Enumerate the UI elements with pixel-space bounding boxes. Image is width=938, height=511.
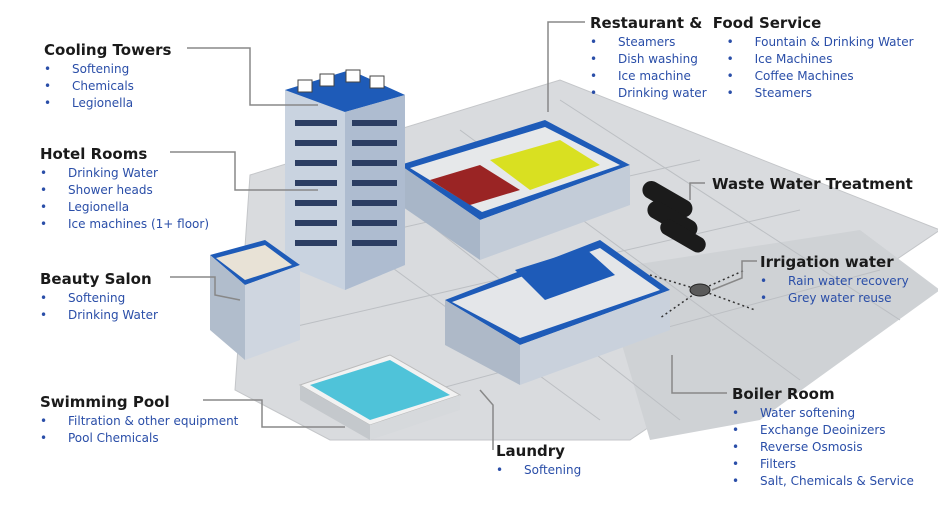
cooling-towers-list: Softening Chemicals Legionella (44, 61, 171, 112)
restaurant-title: Restaurant & Food Service (590, 14, 822, 32)
laundry-label: Laundry Softening (496, 442, 581, 479)
swimming-pool-label: Swimming Pool Filtration & other equipme… (40, 393, 238, 447)
list-item: Steamers (590, 34, 707, 51)
list-item: Drinking Water (40, 307, 158, 324)
list-item: Softening (40, 290, 158, 307)
list-item: Ice machine (590, 68, 707, 85)
list-item: Reverse Osmosis (732, 439, 914, 456)
swimming-pool-title: Swimming Pool (40, 393, 170, 411)
list-item: Pool Chemicals (40, 430, 238, 447)
list-item: Coffee Machines (727, 68, 914, 85)
list-item: Softening (44, 61, 171, 78)
hotel-rooms-list: Drinking Water Shower heads Legionella I… (40, 165, 209, 233)
restaurant-building (400, 120, 630, 260)
restaurant-list-left: Steamers Dish washing Ice machine Drinki… (590, 34, 707, 102)
hotel-rooms-label: Hotel Rooms Drinking Water Shower heads … (40, 145, 209, 233)
beauty-salon-label: Beauty Salon Softening Drinking Water (40, 270, 158, 324)
list-item: Drinking water (590, 85, 707, 102)
irrigation-title: Irrigation water (760, 253, 894, 271)
beauty-salon-title: Beauty Salon (40, 270, 152, 288)
list-item: Steamers (727, 85, 914, 102)
boiler-laundry-building (445, 240, 670, 385)
list-item: Legionella (40, 199, 209, 216)
boiler-room-list: Water softening Exchange Deoinizers Reve… (732, 405, 914, 490)
irrigation-list: Rain water recovery Grey water reuse (760, 273, 909, 307)
list-item: Drinking Water (40, 165, 209, 182)
list-item: Shower heads (40, 182, 209, 199)
waste-water-tanks (642, 181, 706, 253)
list-item: Grey water reuse (760, 290, 909, 307)
list-item: Dish washing (590, 51, 707, 68)
irrigation-tank (649, 269, 756, 319)
cooling-towers-label: Cooling Towers Softening Chemicals Legio… (44, 41, 171, 112)
boiler-room-label: Boiler Room Water softening Exchange Deo… (732, 385, 914, 490)
list-item: Legionella (44, 95, 171, 112)
list-item: Filtration & other equipment (40, 413, 238, 430)
irrigation-label: Irrigation water Rain water recovery Gre… (760, 253, 909, 307)
laundry-list: Softening (496, 462, 581, 479)
list-item: Water softening (732, 405, 914, 422)
list-item: Exchange Deoinizers (732, 422, 914, 439)
list-item: Chemicals (44, 78, 171, 95)
leader-lines (170, 21, 757, 450)
waste-water-label: Waste Water Treatment (712, 175, 913, 193)
beauty-salon-building (210, 240, 300, 360)
waste-water-title: Waste Water Treatment (712, 175, 913, 193)
laundry-title: Laundry (496, 442, 565, 460)
list-item: Ice Machines (727, 51, 914, 68)
boiler-room-title: Boiler Room (732, 385, 835, 403)
hotel-rooms-title: Hotel Rooms (40, 145, 148, 163)
beauty-salon-list: Softening Drinking Water (40, 290, 158, 324)
restaurant-label: Restaurant & Food Service Steamers Dish … (590, 14, 914, 102)
hotel-tower (285, 69, 405, 290)
swimming-pool-list: Filtration & other equipment Pool Chemic… (40, 413, 238, 447)
list-item: Fountain & Drinking Water (727, 34, 914, 51)
swimming-pool (298, 354, 462, 440)
list-item: Rain water recovery (760, 273, 909, 290)
list-item: Softening (496, 462, 581, 479)
list-item: Salt, Chemicals & Service (732, 473, 914, 490)
list-item: Ice machines (1+ floor) (40, 216, 209, 233)
cooling-towers-title: Cooling Towers (44, 41, 172, 59)
restaurant-list-right: Fountain & Drinking Water Ice Machines C… (727, 34, 914, 102)
list-item: Filters (732, 456, 914, 473)
